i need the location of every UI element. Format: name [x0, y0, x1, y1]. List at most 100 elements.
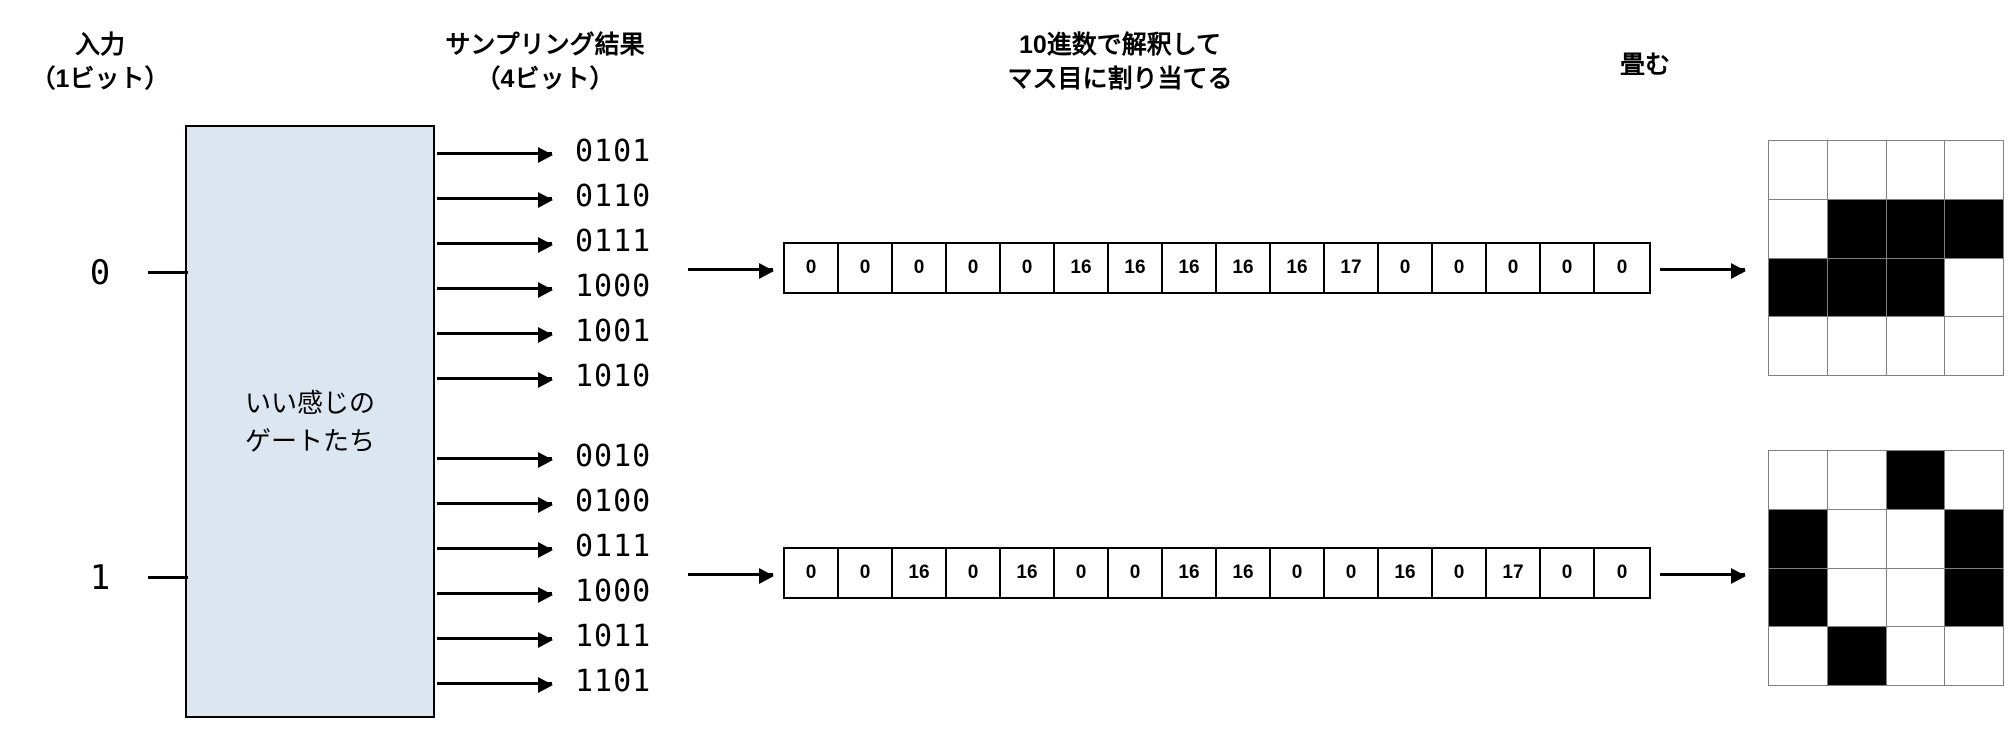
value-cell: 0 [1109, 549, 1163, 597]
value-cell: 0 [1541, 244, 1595, 292]
bitmap-cell [1886, 627, 1945, 685]
bitmap-cell [1945, 317, 2003, 375]
bitmap-cell [1886, 141, 1945, 199]
value-cell: 0 [1487, 244, 1541, 292]
sample-arrow-0-2 [437, 237, 553, 253]
sample-bits-0-3: 1000 [575, 269, 652, 304]
sample-arrow-1-2 [437, 542, 553, 558]
value-cell: 16 [1217, 244, 1271, 292]
value-cell: 0 [839, 549, 893, 597]
sample-bits-1-2: 0111 [575, 529, 652, 564]
bitmap-cell [1945, 627, 2003, 685]
sample-arrow-1-1 [437, 497, 553, 513]
sample-bits-1-3: 1000 [575, 574, 652, 609]
bitmap-cell [1769, 317, 1827, 375]
header-input: 入力 （1ビット） [30, 31, 170, 93]
sample-bits-1-4: 1011 [575, 619, 652, 654]
bitmap-grid-1 [1768, 450, 2004, 686]
bitmap-cell [1769, 199, 1827, 258]
sample-arrow-0-5 [437, 372, 553, 388]
sample-bits-0-4: 1001 [575, 314, 652, 349]
value-cell: 0 [1271, 549, 1325, 597]
sample-arrow-0-3 [437, 282, 553, 298]
bitmap-cell [1945, 141, 2003, 199]
sample-bits-1-1: 0100 [575, 484, 652, 519]
input-label-0: 0 [89, 253, 111, 293]
bitmap-cell [1886, 317, 1945, 375]
bitmap-cell [1827, 627, 1886, 685]
input-label-1: 1 [89, 558, 111, 598]
value-cell: 0 [1379, 244, 1433, 292]
sample-arrow-0-1 [437, 192, 553, 208]
fold-arrow-0 [1660, 263, 1746, 279]
bitmap-cell [1945, 568, 2003, 627]
value-cell: 0 [1541, 549, 1595, 597]
value-cell: 0 [1616, 257, 1628, 278]
bitmap-cell [1827, 199, 1886, 258]
sample-arrow-1-4 [437, 632, 553, 648]
bitmap-cell [1769, 627, 1827, 685]
value-cell: 16 [1271, 244, 1325, 292]
decode-arrow-0 [688, 263, 774, 279]
gate-box-label: いい感じの ゲートたち [244, 387, 375, 456]
value-cell: 16 [1055, 244, 1109, 292]
bitmap-cell [1945, 451, 2003, 509]
value-cell: 0 [1616, 562, 1628, 583]
sample-arrow-0-4 [437, 327, 553, 343]
bitmap-cell [1886, 258, 1945, 317]
value-cell: 16 [893, 549, 947, 597]
value-cell: 16 [1001, 549, 1055, 597]
bitmap-cell [1827, 451, 1886, 509]
bitmap-cell [1769, 258, 1827, 317]
value-cell: 17 [1325, 244, 1379, 292]
fold-arrow-1 [1660, 568, 1746, 584]
value-cell: 17 [1487, 549, 1541, 597]
bitmap-cell [1945, 509, 2003, 568]
bitmap-cell [1827, 258, 1886, 317]
bitmap-cell [1886, 199, 1945, 258]
input-stub-1 [148, 576, 188, 579]
sample-arrow-1-5 [437, 677, 553, 693]
value-cell: 0 [1433, 549, 1487, 597]
sample-bits-0-2: 0111 [575, 224, 652, 259]
sample-arrow-0-0 [437, 147, 553, 163]
value-cell: 0 [1433, 244, 1487, 292]
input-stub-0 [148, 271, 188, 274]
bitmap-grid-0 [1768, 140, 2004, 376]
bitmap-cell [1945, 199, 2003, 258]
value-cell: 0 [947, 244, 1001, 292]
header-sampling: サンプリング結果 （4ビット） [445, 31, 645, 93]
value-cell: 16 [1379, 549, 1433, 597]
bitmap-cell [1827, 568, 1886, 627]
value-cell: 16 [1163, 244, 1217, 292]
value-cell: 0 [1325, 549, 1379, 597]
bitmap-cell [1827, 509, 1886, 568]
value-cell: 0 [839, 244, 893, 292]
sample-bits-0-1: 0110 [575, 179, 652, 214]
value-cell: 0 [947, 549, 1001, 597]
value-cell: 16 [1217, 549, 1271, 597]
bitmap-cell [1769, 509, 1827, 568]
sample-arrow-1-3 [437, 587, 553, 603]
decode-arrow-1 [688, 568, 774, 584]
value-cell: 0 [1055, 549, 1109, 597]
value-cell: 0 [1001, 244, 1055, 292]
bitmap-cell [1886, 451, 1945, 509]
bitmap-cell [1769, 451, 1827, 509]
bitmap-cell [1827, 317, 1886, 375]
sample-arrow-1-0 [437, 452, 553, 468]
sample-bits-0-5: 1010 [575, 359, 652, 394]
sample-bits-0-0: 0101 [575, 134, 652, 169]
bitmap-cell [1769, 568, 1827, 627]
value-cell: 0 [785, 549, 839, 597]
bitmap-cell [1827, 141, 1886, 199]
header-decode: 10進数で解釈して マス目に割り当てる [1007, 31, 1233, 93]
value-cell: 16 [1109, 244, 1163, 292]
gate-box: いい感じの ゲートたち [185, 125, 435, 718]
value-cell: 0 [893, 244, 947, 292]
header-fold: 畳む [1619, 51, 1670, 79]
value-cell: 0 [785, 244, 839, 292]
